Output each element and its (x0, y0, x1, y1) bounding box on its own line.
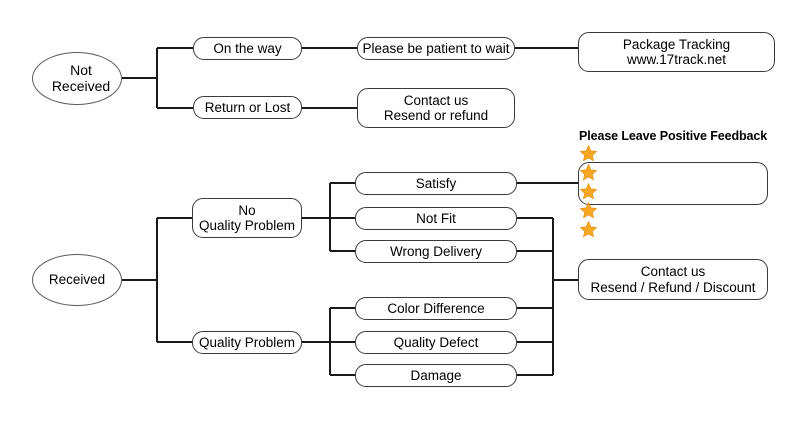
received-label: Received (48, 272, 106, 288)
node-return-or-lost[interactable]: Return or Lost (193, 96, 302, 119)
contact-us-discount-line1: Contact us (640, 264, 706, 280)
node-color-difference[interactable]: Color Difference (355, 297, 517, 320)
no-quality-problem-line1: No (238, 202, 256, 218)
positive-feedback-label: Please Leave Positive Feedback (579, 129, 768, 143)
node-quality-defect[interactable]: Quality Defect (355, 331, 517, 354)
node-contact-us-resend-refund[interactable]: Contact us Resend or refund (357, 88, 515, 128)
quality-problem-label: Quality Problem (198, 334, 296, 350)
damage-label: Damage (410, 367, 462, 383)
star-icon[interactable] (579, 201, 598, 220)
star-icon[interactable] (579, 163, 598, 182)
package-tracking-line2: www.17track.net (626, 52, 727, 67)
no-quality-problem-line2: Quality Problem (198, 218, 296, 233)
on-the-way-label: On the way (213, 40, 282, 56)
node-satisfy[interactable]: Satisfy (355, 172, 517, 195)
not-received-line1: Not (70, 61, 92, 78)
node-no-quality-problem[interactable]: No Quality Problem (192, 198, 302, 238)
star-icon[interactable] (579, 220, 598, 239)
node-damage[interactable]: Damage (355, 364, 517, 387)
contact-us-line1: Contact us (403, 92, 469, 108)
wrong-delivery-label: Wrong Delivery (389, 243, 483, 259)
not-fit-label: Not Fit (416, 210, 456, 226)
node-not-fit[interactable]: Not Fit (355, 207, 517, 230)
please-be-patient-label: Please be patient to wait (362, 40, 510, 56)
not-received-line2: Received (51, 77, 111, 94)
return-or-lost-label: Return or Lost (204, 99, 291, 115)
package-tracking-line1: Package Tracking (622, 36, 731, 52)
satisfy-label: Satisfy (415, 175, 457, 191)
node-on-the-way[interactable]: On the way (193, 37, 302, 60)
star-icon[interactable] (579, 144, 598, 163)
quality-defect-label: Quality Defect (393, 334, 479, 350)
node-positive-feedback[interactable]: Please Leave Positive Feedback (578, 129, 768, 238)
star-icon[interactable] (579, 182, 598, 201)
contact-us-line2: Resend or refund (383, 108, 489, 123)
rating-stars[interactable] (575, 144, 771, 239)
contact-us-discount-line2: Resend / Refund / Discount (590, 279, 756, 295)
node-wrong-delivery[interactable]: Wrong Delivery (355, 240, 517, 263)
node-package-tracking[interactable]: Package Tracking www.17track.net (578, 32, 775, 72)
node-received[interactable]: Received (32, 254, 122, 306)
color-difference-label: Color Difference (387, 300, 485, 316)
node-contact-us-resend-refund-discount[interactable]: Contact us Resend / Refund / Discount (578, 259, 768, 300)
node-please-be-patient[interactable]: Please be patient to wait (357, 37, 515, 60)
node-quality-problem[interactable]: Quality Problem (192, 331, 302, 354)
